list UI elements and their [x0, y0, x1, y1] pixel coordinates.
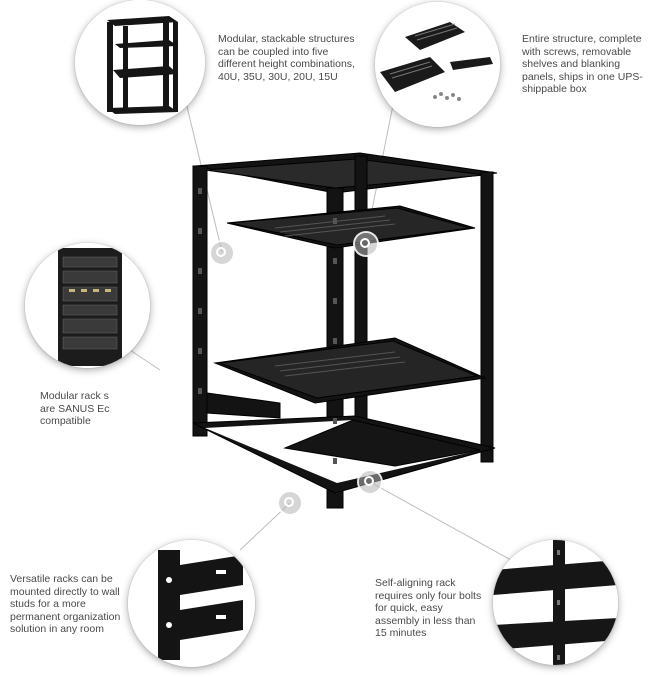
wall-mount-image: [128, 540, 255, 667]
callout-self-aligning: Self-aligning rack requires only four bo…: [375, 577, 482, 639]
stackable-rack-image: [75, 0, 205, 125]
self-aligning-image: [493, 540, 618, 665]
hotspot-marker[interactable]: [211, 242, 233, 264]
hotspot-marker[interactable]: [279, 492, 301, 514]
hotspot-marker[interactable]: [359, 471, 381, 493]
callout-stackable: Modular, stackable structures can be cou…: [218, 33, 355, 83]
rack-product-image: [192, 152, 498, 509]
callout-modular: Modular rack s are SANUS Ec compatible: [40, 390, 110, 427]
callout-complete: Entire structure, complete with screws, …: [522, 33, 643, 95]
package-contents-image: [375, 2, 500, 127]
hotspot-marker[interactable]: [355, 233, 377, 255]
callout-versatile: Versatile racks can be mounted directly …: [10, 573, 121, 635]
modular-rack-image: [25, 243, 150, 368]
